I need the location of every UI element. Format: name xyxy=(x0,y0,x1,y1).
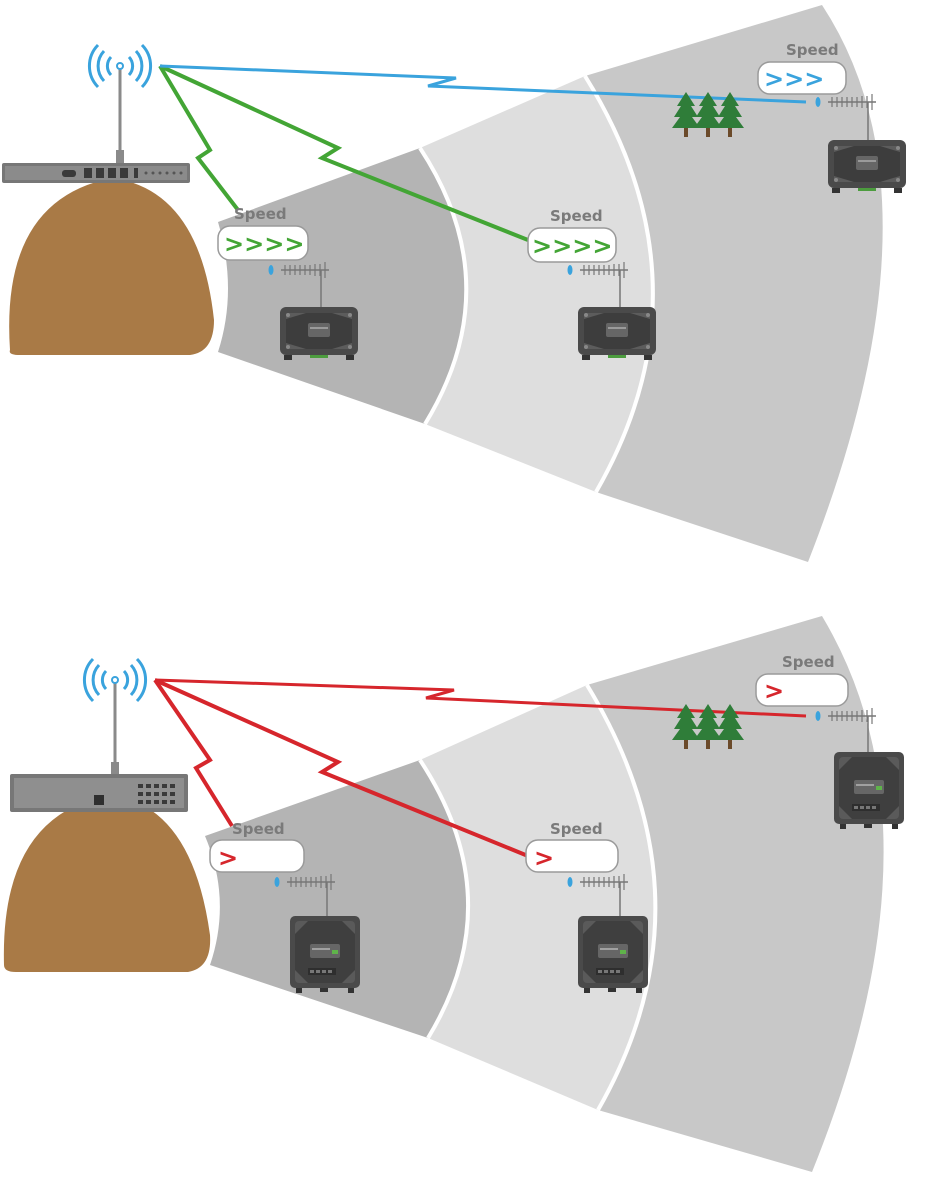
hill xyxy=(9,178,214,355)
speed-label: Speed xyxy=(786,41,839,59)
speed-label: Speed xyxy=(232,820,285,838)
radio-device-icon xyxy=(290,916,360,993)
speed-label: Speed xyxy=(550,207,603,225)
radio-device-icon xyxy=(578,916,648,993)
panel-top: Speed >>>> Speed >>>> Speed >>> xyxy=(2,5,906,562)
basestation-rack xyxy=(10,682,188,812)
speed-indicator: >>>> xyxy=(532,232,612,260)
zone-near xyxy=(218,148,466,424)
radio-device-icon xyxy=(578,307,656,360)
speed-label: Speed xyxy=(782,653,835,671)
link-near xyxy=(160,66,238,210)
zone-near xyxy=(205,760,468,1038)
panel-bottom: Speed > Speed > Speed > xyxy=(4,616,904,1172)
hill xyxy=(4,795,210,972)
radio-device-icon xyxy=(280,307,358,360)
speed-indicator: > xyxy=(218,844,238,872)
speed-indicator: >>> xyxy=(764,65,824,93)
speed-indicator: > xyxy=(764,677,784,705)
radio-device-icon xyxy=(834,752,904,829)
speed-indicator: > xyxy=(534,844,554,872)
speed-label: Speed xyxy=(550,820,603,838)
speed-indicator: >>>> xyxy=(224,230,304,258)
radio-device-icon xyxy=(828,140,906,193)
speed-label: Speed xyxy=(234,205,287,223)
